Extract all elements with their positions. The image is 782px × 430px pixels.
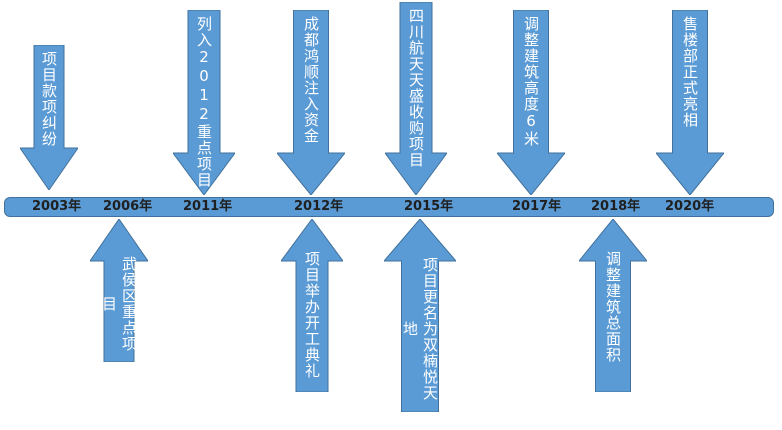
event-text-2012-below: 项目举办开工典礼 xyxy=(303,251,321,379)
arrow-shape xyxy=(579,219,647,392)
event-arrow-2006: 武侯区重点项目 xyxy=(90,219,148,362)
arrow-shape xyxy=(173,10,235,195)
event-text-2018: 调整建筑总面积 xyxy=(604,251,622,363)
arrow-shape xyxy=(497,10,565,195)
timeline-bar xyxy=(4,197,774,217)
arrow-shape xyxy=(281,219,343,392)
event-arrow-2020: 售楼部正式亮相 xyxy=(656,10,724,195)
year-label-2018: 2018年 xyxy=(591,199,641,214)
arrow-shape xyxy=(384,219,456,412)
event-text-2003: 项目款项纠纷 xyxy=(40,51,58,147)
year-label-2020: 2020年 xyxy=(665,199,715,214)
arrow-shape xyxy=(90,219,148,362)
event-arrow-2018: 调整建筑总面积 xyxy=(579,219,647,392)
arrow-shape xyxy=(20,45,78,190)
year-label-2011: 2011年 xyxy=(183,199,233,214)
arrow-shape xyxy=(277,10,345,195)
event-arrow-2017: 调整建筑高度6米 xyxy=(497,10,565,195)
event-text-2015-above: 四川航天天盛收购项目 xyxy=(407,8,425,168)
event-text-2012-above: 成都鸿顺注入资金 xyxy=(302,16,320,144)
year-label-2017: 2017年 xyxy=(512,199,562,214)
year-label-2003: 2003年 xyxy=(32,199,82,214)
year-label-2015: 2015年 xyxy=(404,199,454,214)
event-text-2020: 售楼部正式亮相 xyxy=(681,16,699,128)
year-label-2012: 2012年 xyxy=(294,199,344,214)
event-text-2017: 调整建筑高度6米 xyxy=(522,16,540,147)
event-arrow-2015-above: 四川航天天盛收购项目 xyxy=(385,2,447,195)
event-text-2015-below: 项目更名为双楠悦天地 xyxy=(401,256,439,401)
event-arrow-2003: 项目款项纠纷 xyxy=(20,45,78,190)
event-text-2006: 武侯区重点项目 xyxy=(100,255,138,352)
arrow-shape xyxy=(656,10,724,195)
event-arrow-2011: 列入2012重点项目 xyxy=(173,10,235,195)
event-arrow-2012-below: 项目举办开工典礼 xyxy=(281,219,343,392)
year-label-2006: 2006年 xyxy=(103,199,153,214)
event-arrow-2015-below: 项目更名为双楠悦天地 xyxy=(384,219,456,412)
event-text-2011: 列入2012重点项目 xyxy=(195,16,213,188)
arrow-shape xyxy=(385,2,447,195)
event-arrow-2012-above: 成都鸿顺注入资金 xyxy=(277,10,345,195)
